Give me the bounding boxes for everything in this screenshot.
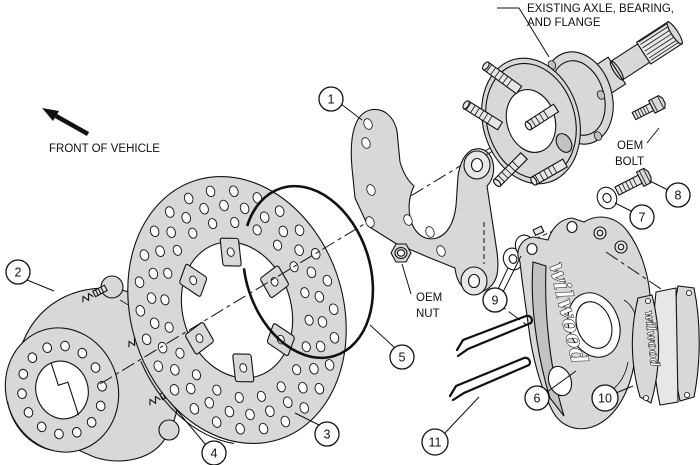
callout-11: 11 bbox=[422, 397, 479, 455]
svg-text:3: 3 bbox=[324, 427, 331, 441]
front-of-vehicle-label: FRONT OF VEHICLE bbox=[49, 143, 160, 155]
caliper: wilwood bbox=[518, 217, 650, 429]
pad-spring-clips bbox=[450, 316, 532, 400]
rotor bbox=[92, 148, 380, 465]
callout-2: 2 bbox=[6, 260, 54, 291]
svg-text:7: 7 bbox=[639, 210, 646, 224]
svg-text:5: 5 bbox=[399, 350, 406, 364]
oem-nut-label-line2: NUT bbox=[416, 308, 440, 320]
callout-8: 8 bbox=[650, 181, 690, 207]
svg-text:1: 1 bbox=[328, 92, 335, 106]
rotor-tabs bbox=[160, 222, 315, 398]
snap-ring bbox=[222, 169, 394, 375]
axle-assembly bbox=[462, 18, 686, 196]
oem-bolt-label-line1: OEM bbox=[617, 140, 643, 152]
callout-1: 1 bbox=[319, 87, 362, 120]
callout-6: 6 bbox=[525, 371, 576, 410]
callout-9: 9 bbox=[483, 256, 521, 312]
wheel-studs bbox=[462, 61, 568, 188]
svg-text:10: 10 bbox=[598, 391, 612, 405]
brake-pads: wilwood bbox=[632, 286, 699, 405]
svg-text:2: 2 bbox=[15, 265, 22, 279]
oem-nut-label-line1: OEM bbox=[416, 292, 442, 304]
callout-3: 3 bbox=[295, 413, 339, 446]
front-of-vehicle-arrow bbox=[42, 108, 88, 134]
callout-7: 7 bbox=[615, 203, 654, 229]
callout-5: 5 bbox=[370, 325, 414, 369]
axle-note-line1: EXISTING AXLE, BEARING, bbox=[527, 3, 674, 15]
caliper-bolt-washer bbox=[594, 167, 653, 212]
text-labels: EXISTING AXLE, BEARING, AND FLANGE OEM B… bbox=[42, 3, 674, 320]
svg-text:6: 6 bbox=[534, 391, 541, 405]
oem-nut bbox=[391, 244, 411, 262]
svg-text:11: 11 bbox=[429, 435, 442, 449]
svg-text:9: 9 bbox=[492, 293, 499, 307]
callout-10: 10 bbox=[592, 385, 633, 411]
svg-text:4: 4 bbox=[211, 446, 218, 460]
oem-bolt-label-line2: BOLT bbox=[615, 156, 644, 168]
mounting-bracket bbox=[351, 109, 498, 295]
pad-brand-script: wilwood bbox=[642, 310, 663, 368]
callouts: 1 2 3 4 5 6 7 8 9 10 11 bbox=[6, 87, 690, 465]
svg-text:8: 8 bbox=[675, 188, 682, 202]
oem-bolt bbox=[631, 95, 667, 123]
axle-note-line2: AND FLANGE bbox=[527, 17, 601, 29]
pad-axis-line bbox=[606, 252, 664, 291]
callout-4: 4 bbox=[169, 401, 226, 465]
